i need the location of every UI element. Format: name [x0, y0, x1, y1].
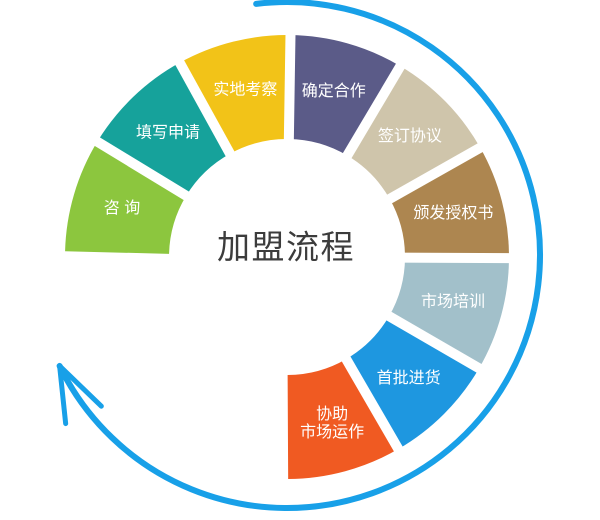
segment-label: 颁发授权书 [413, 204, 493, 222]
process-segment [389, 147, 510, 259]
process-segment [65, 141, 187, 254]
segment-label: 咨 询 [104, 199, 140, 217]
diagram-title: 加盟流程 [217, 229, 355, 266]
segment-separators [87, 26, 518, 459]
segment-label: 实地考察 [213, 81, 277, 99]
segment-label: 首批进货 [377, 369, 441, 387]
segment-label: 填写申请 [136, 123, 200, 141]
process-segment [287, 359, 399, 479]
segment-separator [337, 349, 407, 459]
segment-separator [396, 252, 518, 264]
segment-separator [338, 56, 409, 165]
process-segment [288, 35, 401, 156]
segment-label: 确定合作 [302, 82, 366, 100]
process-segment [389, 257, 509, 369]
segment-label: 市场培训 [421, 293, 485, 311]
segment-label: 签订协议 [378, 127, 442, 145]
segment-separator [283, 26, 296, 148]
segment-separator [380, 139, 490, 208]
cycle-arrow [56, 0, 543, 511]
segment-separator [87, 133, 196, 205]
process-segment [179, 35, 291, 154]
cycle-arrow-arc [56, 0, 543, 511]
segment-separator [171, 53, 239, 164]
segment-label: 协助市场运作 [300, 405, 364, 441]
cycle-arrow-head [57, 363, 104, 427]
segment-separator [379, 307, 489, 377]
